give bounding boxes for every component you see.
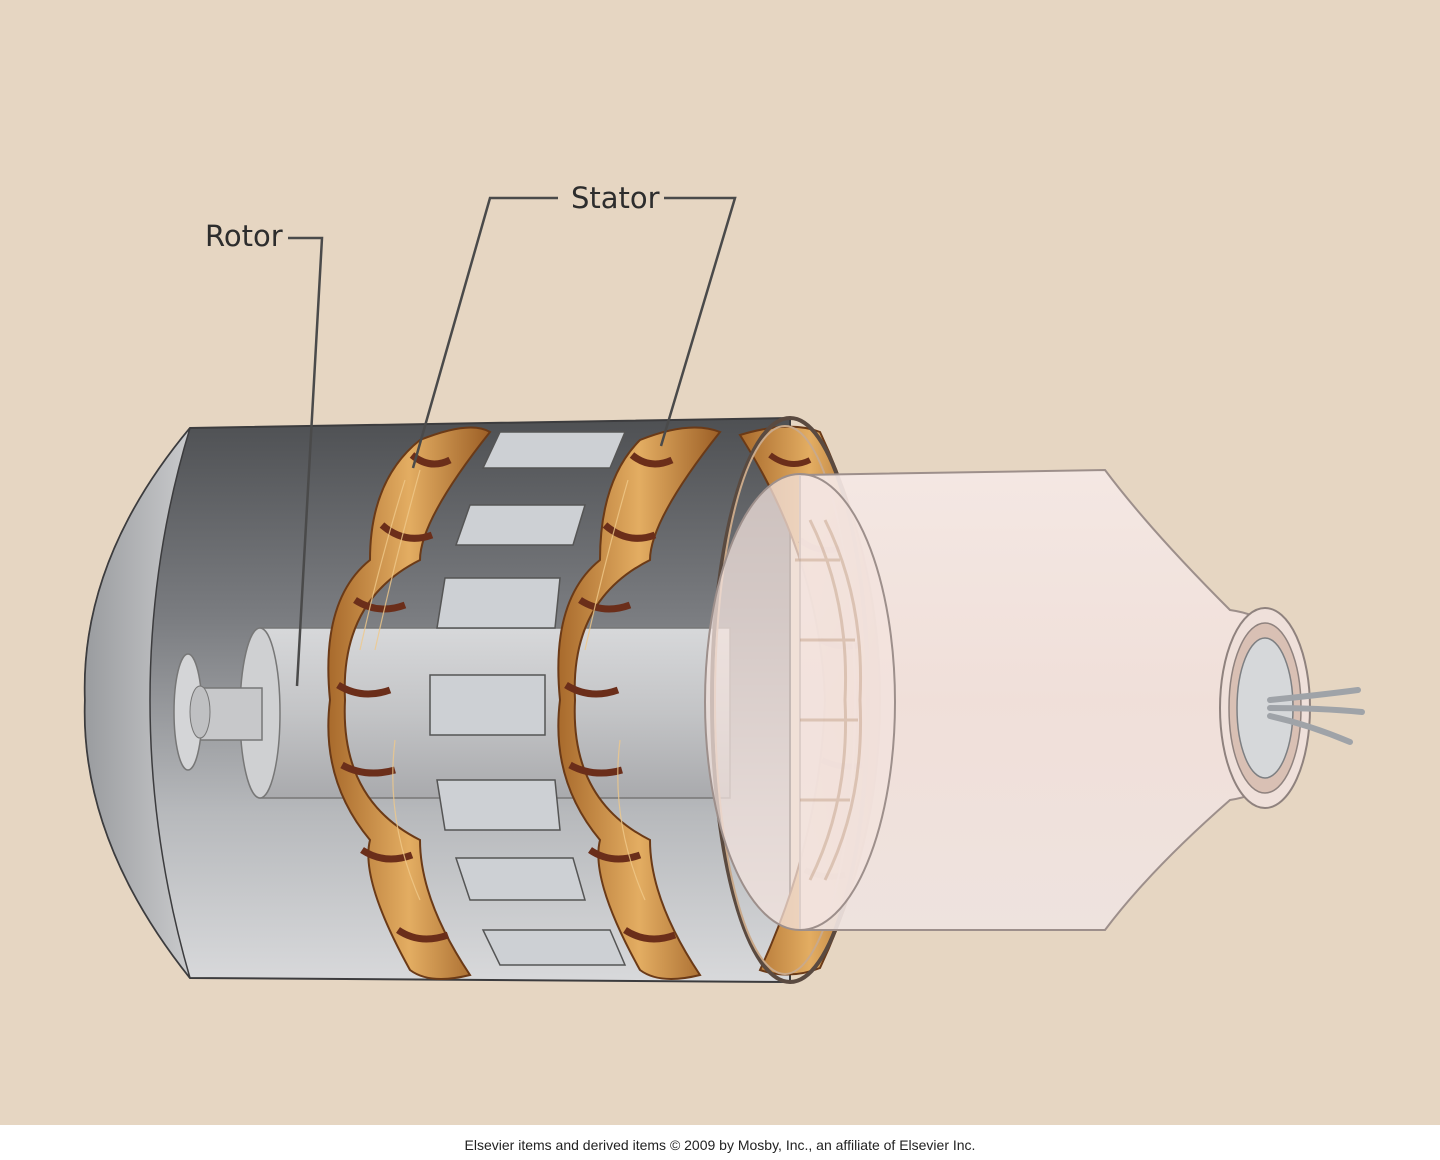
leader-lines bbox=[288, 196, 737, 687]
rotor-bars bbox=[429, 431, 627, 966]
stator-winding-1 bbox=[327, 426, 492, 980]
stator-label: Stator bbox=[571, 181, 660, 215]
stator-leader-right bbox=[659, 196, 737, 447]
stator-leader-left bbox=[411, 196, 558, 469]
glass-envelope bbox=[704, 468, 1307, 931]
cathode-wires bbox=[1267, 687, 1365, 745]
stator-winding-2 bbox=[557, 426, 722, 980]
copyright-credit: Elsevier items and derived items © 2009 … bbox=[464, 1137, 976, 1153]
motor-diagram bbox=[0, 0, 1440, 1125]
rotor-leader bbox=[288, 236, 324, 687]
rotor-label: Rotor bbox=[205, 219, 283, 253]
